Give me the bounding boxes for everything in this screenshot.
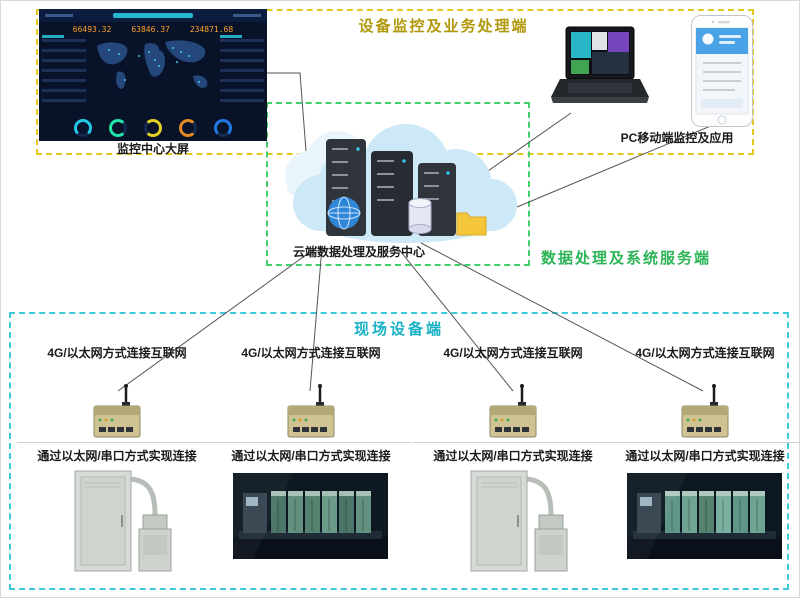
field-section-title: 现场设备端: [353, 321, 444, 338]
router-icon: [681, 384, 729, 438]
dashboard-donut-charts: [39, 119, 267, 137]
dashboard-right-panel: [220, 35, 264, 107]
dashboard-left-panel: [42, 35, 86, 107]
stat-value: 234871.68: [189, 25, 234, 34]
top-section-title: 设备监控及业务处理端: [358, 18, 529, 35]
dashboard-title-bar: [113, 13, 193, 18]
laptop-icon: [551, 26, 649, 103]
cabinet-icon: [470, 470, 568, 572]
field-column-4: 4G/以太网方式连接互联网 通过以太网/串口方式实现连接: [605, 341, 799, 587]
pc-mobile-caption: PC移动端监控及应用: [620, 131, 734, 145]
link-type-label: 通过以太网/串口方式实现连接: [625, 449, 785, 463]
dashboard-stats: 66493.32 63846.37 234871.68: [39, 24, 267, 35]
dashboard-header: [39, 9, 267, 22]
database-cylinder-icon: [408, 198, 432, 234]
router-icon: [93, 384, 141, 438]
world-map-icon: [97, 40, 208, 89]
phone-icon: [691, 15, 753, 127]
link-type-label: 通过以太网/串口方式实现连接: [37, 449, 197, 463]
column-divider: [413, 442, 613, 443]
router-icon: [489, 384, 537, 438]
connection-type-label: 4G/以太网方式连接互联网: [241, 346, 381, 360]
folder-icon: [456, 212, 487, 236]
globe-icon: [327, 196, 361, 230]
stat-value: 63846.37: [131, 25, 170, 34]
donut-chart: [74, 119, 92, 137]
donut-chart: [179, 119, 197, 137]
server-tower-2: [371, 151, 413, 236]
link-type-label: 通过以太网/串口方式实现连接: [433, 449, 593, 463]
link-type-label: 通过以太网/串口方式实现连接: [231, 449, 391, 463]
dashboard-header-right-text: [233, 14, 261, 17]
connection-type-label: 4G/以太网方式连接互联网: [635, 346, 775, 360]
dashboard-screenshot: 66493.32 63846.37 234871.68: [39, 9, 267, 141]
plc-icon: [627, 473, 782, 559]
column-divider: [17, 442, 217, 443]
field-column-1: 4G/以太网方式连接互联网 通过以太网/串口方式实现连接: [17, 341, 217, 587]
dashboard-caption: 监控中心大屏: [116, 142, 189, 156]
stat-value: 66493.32: [72, 25, 112, 34]
connection-type-label: 4G/以太网方式连接互联网: [47, 346, 187, 360]
column-divider: [211, 442, 411, 443]
donut-chart: [109, 119, 127, 137]
donut-chart: [144, 119, 162, 137]
column-divider: [605, 442, 799, 443]
connection-type-label: 4G/以太网方式连接互联网: [443, 346, 583, 360]
cloud-side-title: 数据处理及系统服务端: [541, 250, 712, 267]
donut-chart: [214, 119, 232, 137]
plc-icon: [233, 473, 388, 559]
dashboard-header-left-text: [45, 14, 73, 17]
cloud-servers-icon: [285, 124, 517, 243]
field-column-2: 4G/以太网方式连接互联网 通过以太网/串口方式实现连接: [211, 341, 411, 587]
cloud-caption: 云端数据处理及服务中心: [292, 245, 425, 259]
cabinet-icon: [74, 470, 172, 572]
field-column-3: 4G/以太网方式连接互联网 通过以太网/串口方式实现连接: [413, 341, 613, 587]
router-icon: [287, 384, 335, 438]
